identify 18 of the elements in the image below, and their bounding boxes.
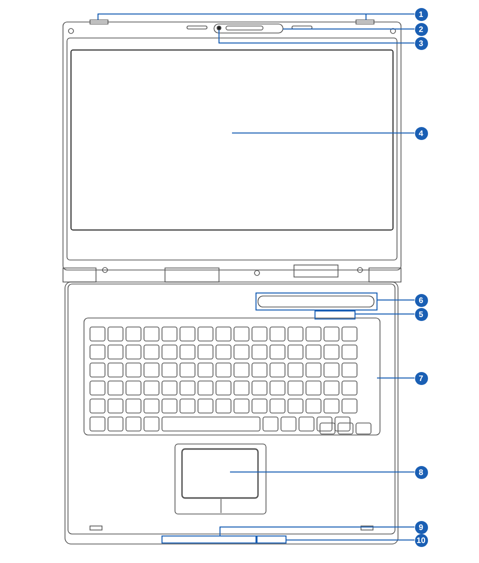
leader-line bbox=[282, 28, 415, 30]
leader-line bbox=[232, 132, 415, 134]
callout-number: 3 bbox=[414, 36, 428, 50]
highlight-frame bbox=[314, 310, 356, 320]
callout-number: 1 bbox=[414, 8, 428, 20]
callout-number: 4 bbox=[414, 126, 428, 140]
callout-number: 9 bbox=[414, 520, 428, 534]
callout-number: 8 bbox=[414, 466, 428, 478]
callout-number: 10 bbox=[414, 534, 428, 546]
callout-number: 2 bbox=[414, 22, 428, 36]
callout-number: 7 bbox=[414, 372, 428, 384]
leader-line bbox=[366, 14, 415, 20]
leader-line bbox=[220, 526, 415, 536]
callout-number: 6 bbox=[414, 294, 428, 306]
highlight-frame bbox=[162, 536, 286, 544]
leader-line bbox=[218, 30, 415, 44]
callout-number: 5 bbox=[414, 308, 428, 320]
highlight-frame bbox=[256, 292, 378, 310]
